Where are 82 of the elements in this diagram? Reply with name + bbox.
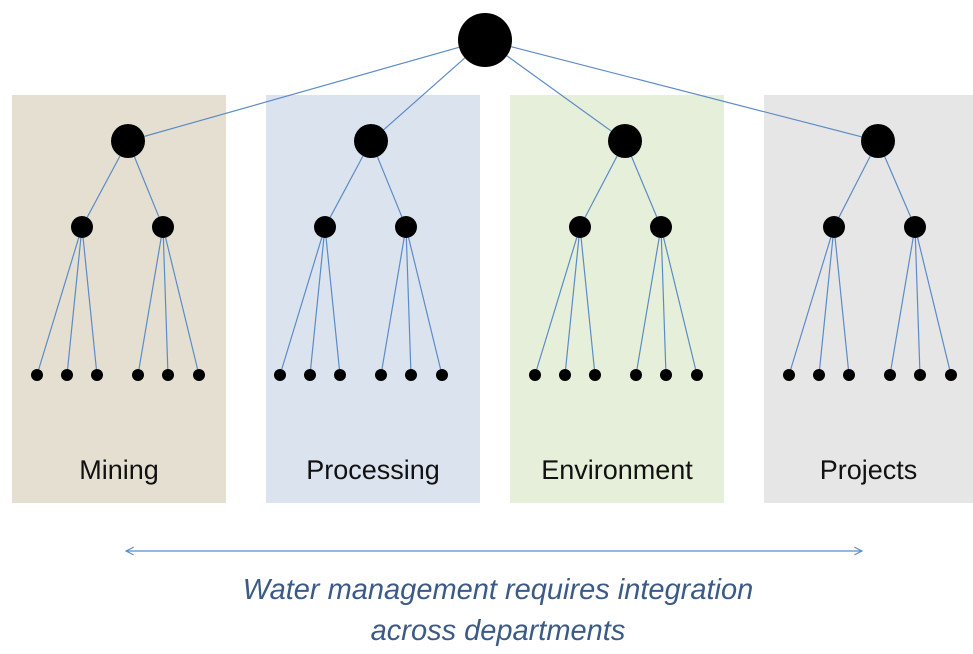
connector-line <box>310 238 324 370</box>
node-circle <box>436 369 448 381</box>
connector-line <box>790 237 832 370</box>
node-circle <box>589 369 601 381</box>
connector-line <box>144 46 460 137</box>
connector-line <box>162 238 168 370</box>
node-circle <box>132 369 144 381</box>
node-circle <box>914 369 926 381</box>
node-circle <box>813 369 825 381</box>
node-circle <box>458 13 512 67</box>
department-panel <box>12 95 226 503</box>
connector-line <box>82 238 97 370</box>
node-circle <box>193 369 205 381</box>
node-circle <box>843 369 855 381</box>
connector-line <box>138 238 162 370</box>
node-circle <box>395 216 417 238</box>
node-circle <box>884 369 896 381</box>
department-panel <box>266 95 480 503</box>
node-circle <box>608 124 642 158</box>
department-panel <box>764 95 973 503</box>
node-circle <box>354 124 388 158</box>
connector-line <box>381 238 405 370</box>
node-circle <box>630 369 642 381</box>
node-circle <box>61 369 73 381</box>
node-circle <box>559 369 571 381</box>
node-circle <box>71 216 93 238</box>
connector-line <box>631 156 658 218</box>
node-circle <box>904 216 926 238</box>
node-circle <box>304 369 316 381</box>
connector-line <box>330 156 364 218</box>
node-circle <box>650 216 672 238</box>
connector-line <box>663 238 696 370</box>
connector-line <box>406 238 412 370</box>
connector-line <box>511 46 862 138</box>
connector-line <box>408 238 442 370</box>
department-label: Projects <box>818 455 918 486</box>
connector-line <box>281 237 322 370</box>
node-circle <box>91 369 103 381</box>
connector-line <box>67 238 82 370</box>
connector-line <box>838 156 871 218</box>
node-circle <box>783 369 795 381</box>
connector-line <box>884 156 912 218</box>
department-panel <box>510 95 724 503</box>
connector-line <box>580 238 595 370</box>
node-circle <box>162 369 174 381</box>
connector-line <box>38 237 80 370</box>
connector-line <box>326 238 340 370</box>
node-circle <box>31 369 43 381</box>
connector-line <box>536 237 578 370</box>
connector-line <box>914 238 920 370</box>
connector-line <box>383 57 466 130</box>
caption: Water management requires integration across departments <box>242 573 754 649</box>
connector-line <box>834 238 849 370</box>
node-circle <box>375 369 387 381</box>
connector-line <box>506 55 612 132</box>
node-circle <box>529 369 541 381</box>
connector-line <box>890 238 914 370</box>
node-circle <box>823 216 845 238</box>
connector-line <box>134 156 160 218</box>
node-circle <box>152 216 174 238</box>
node-circle <box>861 124 895 158</box>
connector-line <box>819 238 834 370</box>
department-label: Environment <box>540 455 694 486</box>
connector-line <box>584 156 618 218</box>
node-circle <box>660 369 672 381</box>
node-circle <box>274 369 286 381</box>
connector-line <box>86 156 120 218</box>
node-circle <box>111 124 145 158</box>
node-circle <box>314 216 336 238</box>
node-circle <box>691 369 703 381</box>
connector-line <box>565 238 580 370</box>
connector-line <box>917 238 950 370</box>
node-circle <box>945 369 957 381</box>
connector-line <box>636 238 660 370</box>
node-circle <box>334 369 346 381</box>
node-circle <box>569 216 591 238</box>
connector-line <box>165 238 198 370</box>
department-label: Processing <box>305 455 441 486</box>
node-circle <box>405 369 417 381</box>
connector-line <box>660 238 666 370</box>
connector-line <box>376 156 402 218</box>
department-label: Mining <box>78 455 160 486</box>
